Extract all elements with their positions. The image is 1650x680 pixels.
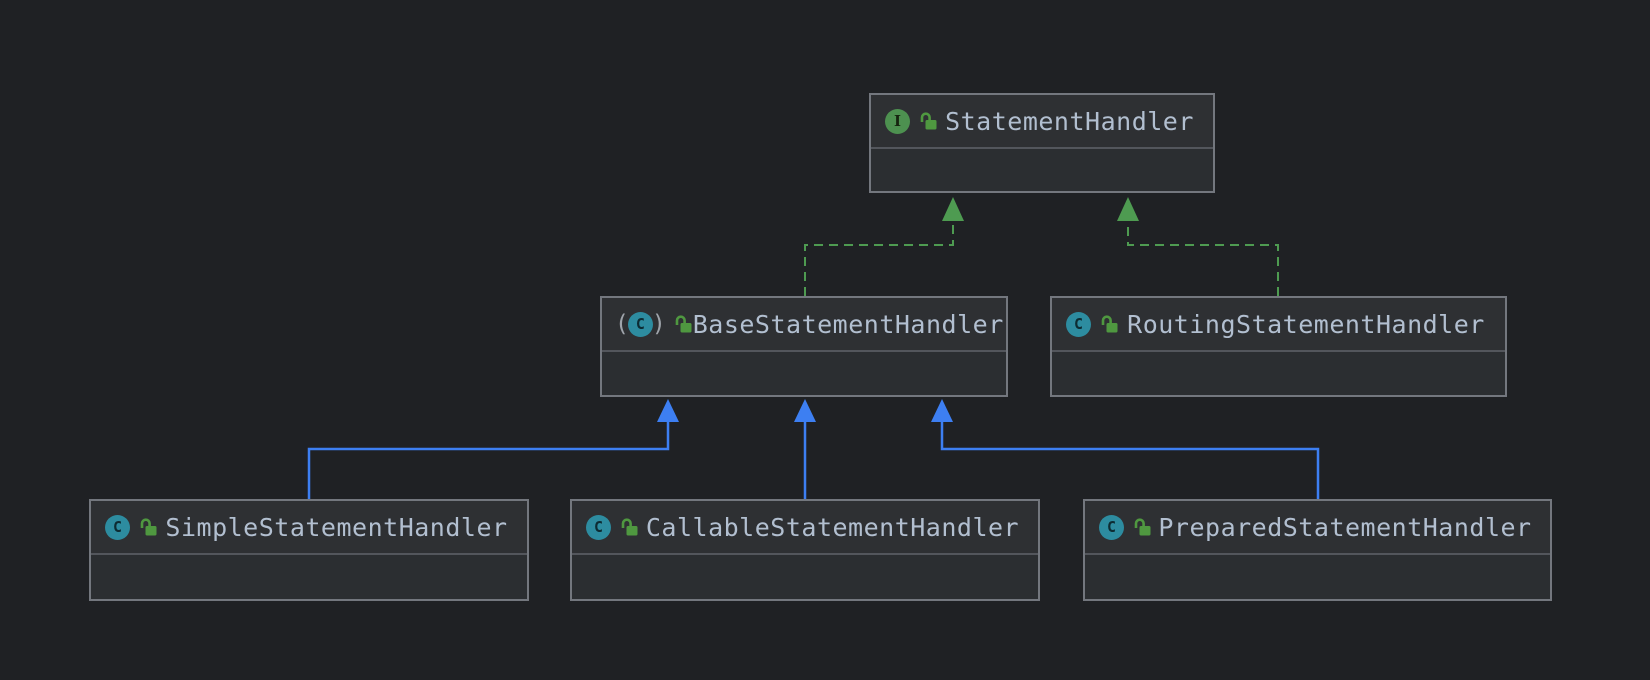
node-members-section xyxy=(91,555,527,599)
generalization-arrowhead-icon xyxy=(657,399,679,422)
public-lock-icon xyxy=(1134,518,1151,536)
class-icon: C xyxy=(1066,311,1091,337)
node-members-section xyxy=(1085,555,1550,599)
class-name: StatementHandler xyxy=(945,106,1194,136)
class-icon: C xyxy=(105,514,130,540)
public-lock-icon xyxy=(920,112,937,130)
node-members-section xyxy=(1052,352,1505,395)
class-node-basestatementhandler[interactable]: C BaseStatementHandler xyxy=(600,296,1008,397)
realization-arrowhead-icon xyxy=(1117,197,1139,221)
class-node-simplestatementhandler[interactable]: C SimpleStatementHandler xyxy=(89,499,529,601)
node-icons: C xyxy=(1066,311,1119,337)
node-header: C BaseStatementHandler xyxy=(602,298,1006,352)
public-lock-icon xyxy=(675,315,692,333)
class-icon: C xyxy=(586,514,611,540)
node-members-section xyxy=(871,149,1213,191)
edge-realization-base-to-statementhandler[interactable] xyxy=(804,221,954,296)
node-header: C CallableStatementHandler xyxy=(572,501,1038,555)
node-icons: I xyxy=(885,108,938,134)
edge-generalization-simple-to-base[interactable] xyxy=(307,422,670,499)
class-node-preparedstatementhandler[interactable]: C PreparedStatementHandler xyxy=(1083,499,1552,601)
class-node-callablestatementhandler[interactable]: C CallableStatementHandler xyxy=(570,499,1040,601)
class-name: RoutingStatementHandler xyxy=(1127,309,1485,339)
realization-arrowhead-icon xyxy=(942,197,964,221)
class-name: CallableStatementHandler xyxy=(645,512,1020,542)
class-name: PreparedStatementHandler xyxy=(1158,512,1532,542)
node-icons: C xyxy=(1099,514,1152,540)
node-icons: C xyxy=(105,514,158,540)
node-header: C RoutingStatementHandler xyxy=(1052,298,1505,352)
edge-generalization-prepared-to-base[interactable] xyxy=(940,422,1320,499)
generalization-arrowhead-icon xyxy=(931,399,953,422)
class-name: BaseStatementHandler xyxy=(692,309,1004,339)
public-lock-icon xyxy=(621,518,638,536)
class-node-statementhandler[interactable]: I StatementHandler xyxy=(869,93,1215,193)
node-icons: C xyxy=(616,311,693,337)
class-node-routingstatementhandler[interactable]: C RoutingStatementHandler xyxy=(1050,296,1507,397)
interface-icon: I xyxy=(885,108,910,134)
edge-realization-routing-to-statementhandler[interactable] xyxy=(1127,221,1279,296)
node-icons: C xyxy=(586,514,639,540)
node-members-section xyxy=(602,352,1006,395)
abstract-class-icon: C xyxy=(616,311,665,337)
node-header: C SimpleStatementHandler xyxy=(91,501,527,555)
class-icon: C xyxy=(1099,514,1124,540)
node-header: I StatementHandler xyxy=(871,95,1213,149)
generalization-arrowhead-icon xyxy=(794,399,816,422)
public-lock-icon xyxy=(140,518,157,536)
class-name: SimpleStatementHandler xyxy=(165,512,508,542)
node-header: C PreparedStatementHandler xyxy=(1085,501,1550,555)
node-members-section xyxy=(572,555,1038,599)
public-lock-icon xyxy=(1101,315,1118,333)
